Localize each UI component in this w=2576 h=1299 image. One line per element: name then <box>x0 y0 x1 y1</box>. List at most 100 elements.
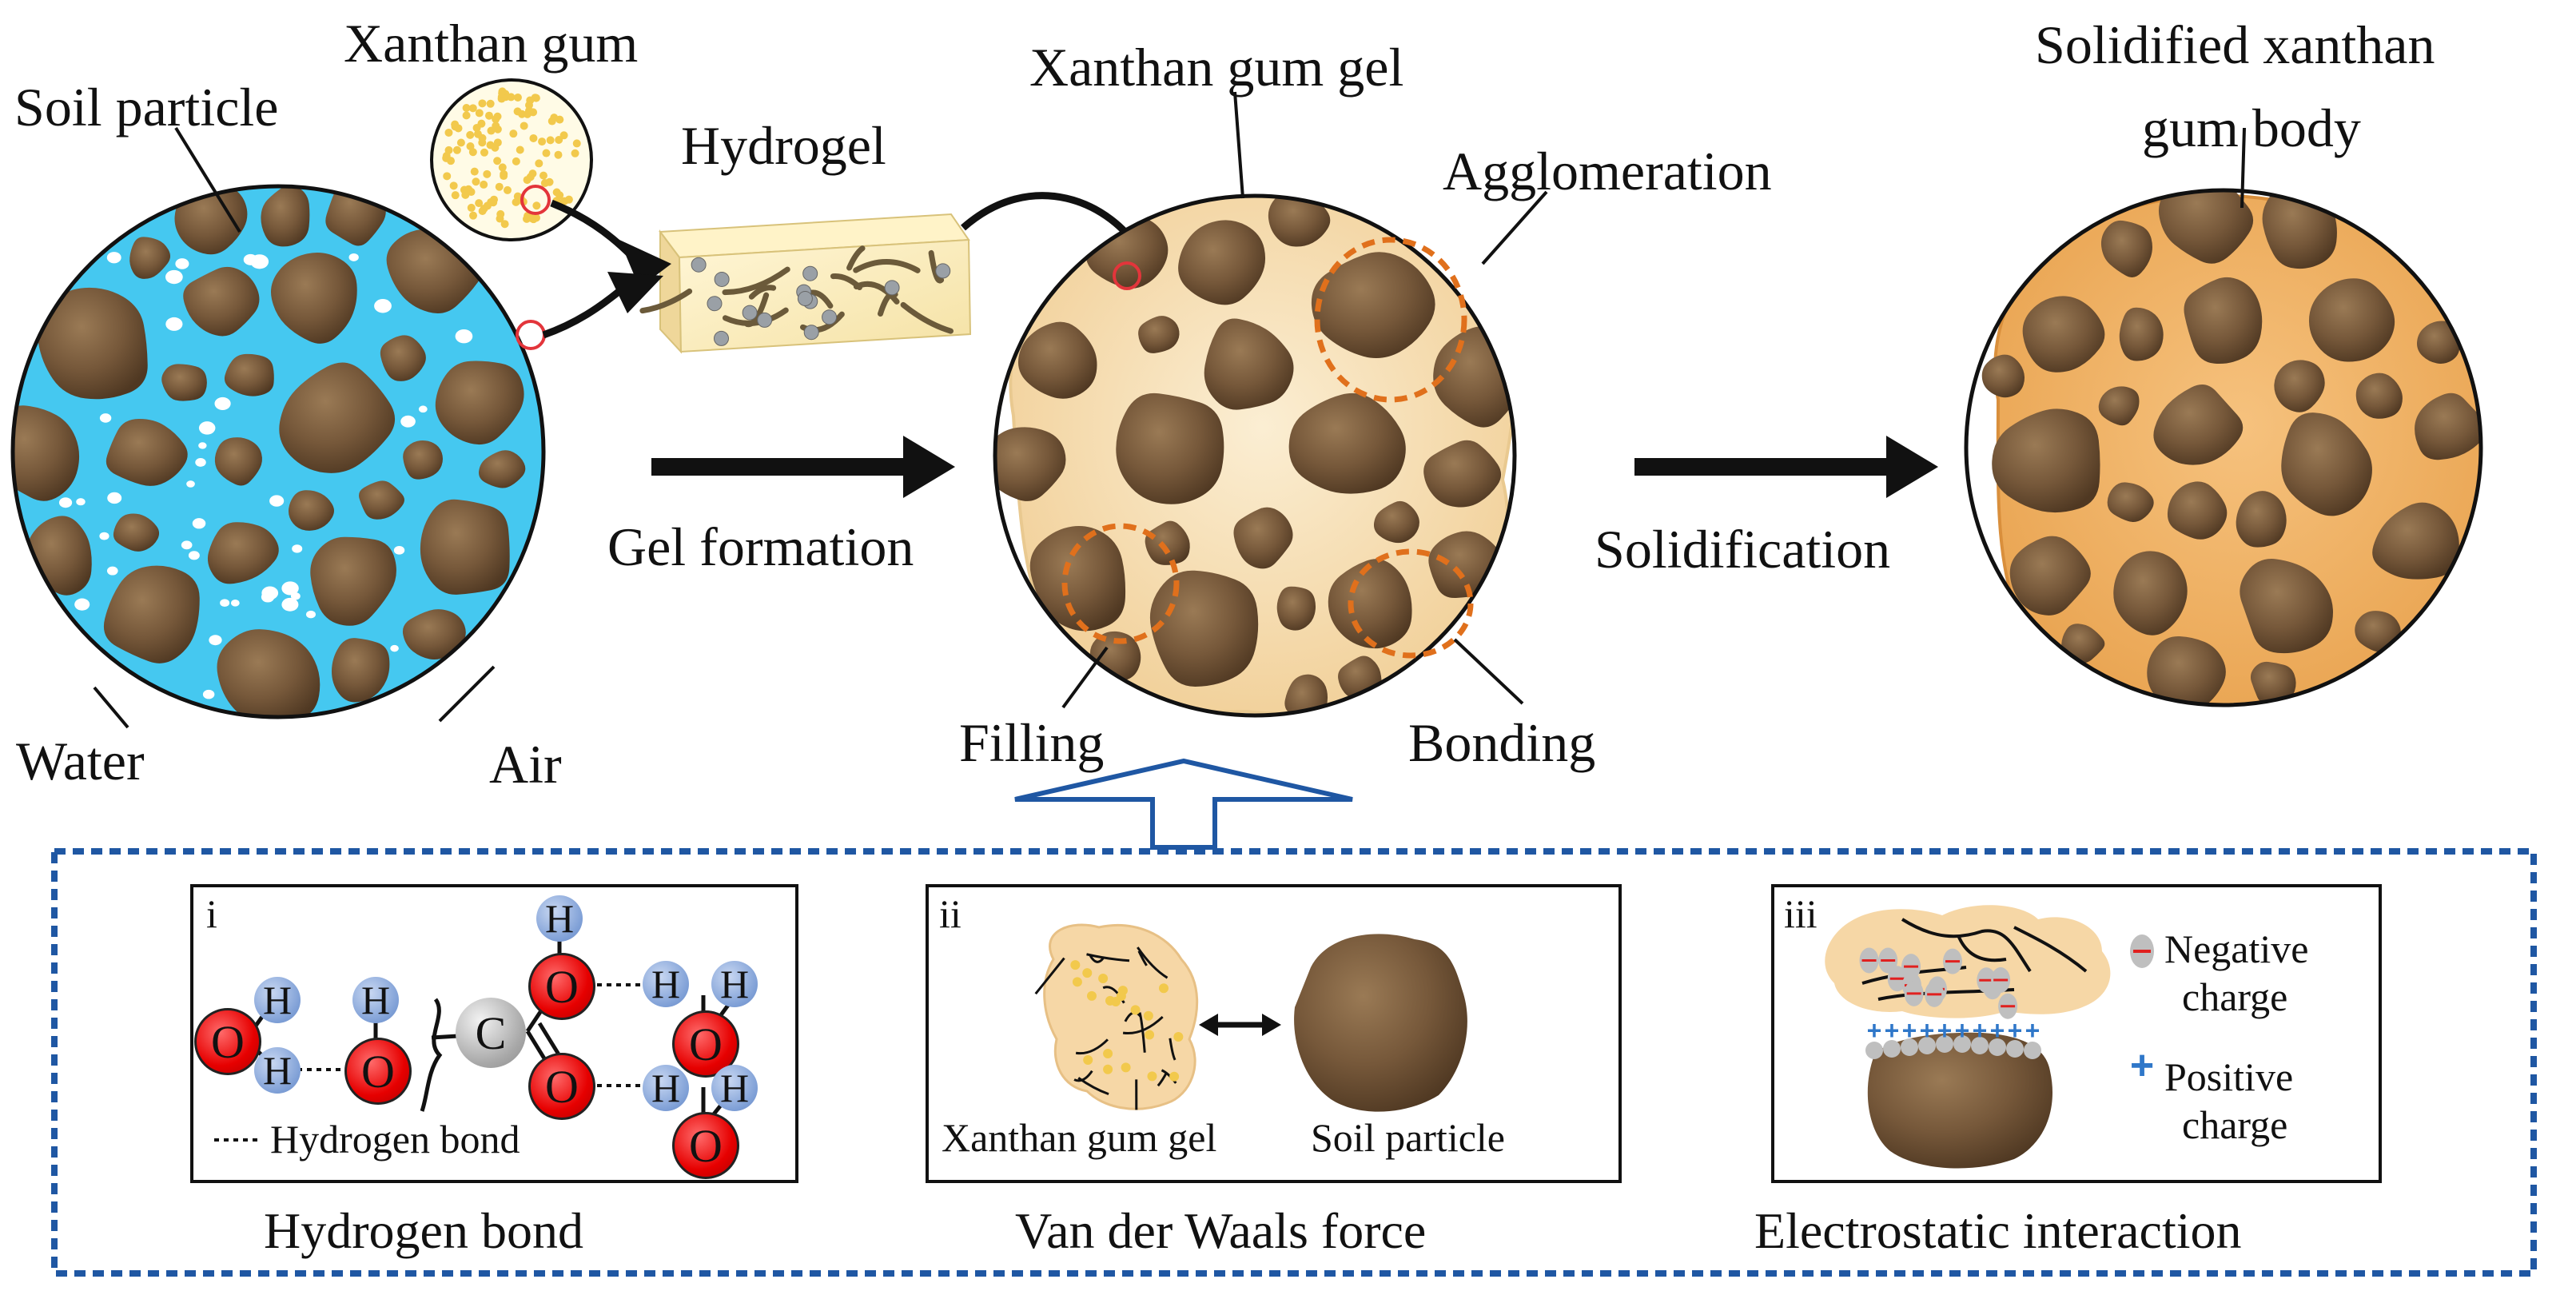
air-void <box>165 269 183 285</box>
water-molecule <box>884 280 900 296</box>
air-void <box>99 532 109 540</box>
gum-particle <box>492 122 500 130</box>
soil-grain <box>1017 321 1097 399</box>
oxygen-atom: O <box>672 1112 739 1179</box>
gum-particle <box>526 96 535 105</box>
oxygen-atom: O <box>344 1038 412 1105</box>
gum-particle <box>480 180 488 189</box>
oxygen-atom: O <box>528 1053 595 1120</box>
gum-particle <box>484 111 493 120</box>
gum-particle <box>469 211 478 220</box>
soil-grain <box>261 186 310 247</box>
gum-particle <box>473 130 482 138</box>
gum-particle <box>513 192 522 201</box>
air-void <box>393 545 405 555</box>
positive-site <box>1918 1037 1936 1054</box>
gum-particle <box>512 157 520 165</box>
filling-label: Filling <box>959 712 1105 773</box>
soil-grain <box>1992 408 2100 513</box>
air-void <box>106 566 118 576</box>
gum-particle <box>467 203 476 212</box>
soil-grain <box>2355 373 2403 419</box>
gum-particle <box>454 124 463 133</box>
soil-grain <box>103 565 200 663</box>
gum-particle <box>500 169 508 178</box>
plus-sign: + <box>1885 1016 1900 1045</box>
gum-particle <box>444 128 453 137</box>
hydrogen-atom: H <box>711 1065 758 1111</box>
soil-grain <box>183 266 260 337</box>
gum-particle <box>496 214 504 223</box>
gum-particle <box>555 136 563 145</box>
gum-particle <box>539 171 547 180</box>
gum-particle <box>1147 1071 1157 1082</box>
soil-grain <box>1029 525 1126 632</box>
positive-site <box>1865 1042 1883 1059</box>
gum-particle <box>493 138 502 147</box>
gum-particle <box>462 111 471 120</box>
soil-grain <box>129 237 171 279</box>
gum-particle <box>449 181 458 190</box>
gum-particle <box>1072 977 1082 987</box>
gum-particle <box>493 157 502 165</box>
air-void <box>188 551 200 560</box>
gum-particle <box>442 153 451 162</box>
gum-particle <box>498 87 507 96</box>
gum-particle <box>1111 997 1121 1007</box>
gum-particle <box>1130 1005 1141 1015</box>
water-molecule <box>802 265 818 281</box>
panel-ii-gel-label: Xanthan gum gel <box>942 1115 1217 1160</box>
solidified-label-line1: Solidified xanthan <box>2035 14 2435 75</box>
gel-formation-circle <box>993 193 1517 718</box>
gum-particle <box>475 109 484 118</box>
oxygen-atom: O <box>528 953 595 1020</box>
gum-particle <box>529 133 538 142</box>
svg-text:+: + <box>2130 1042 2154 1089</box>
gum-particle <box>495 182 504 191</box>
polymer-fiber <box>744 292 770 328</box>
hydrogel-block <box>639 213 972 354</box>
soil-grain <box>1276 586 1316 631</box>
gum-particle <box>513 107 522 116</box>
soil-grain <box>38 287 148 400</box>
polymer-fiber <box>1086 953 1130 962</box>
polymer-fiber <box>1137 946 1169 979</box>
panel-i-numeral: i <box>206 891 217 936</box>
gum-particle <box>486 99 495 108</box>
positive-site <box>1989 1038 2006 1056</box>
gum-particle <box>1098 974 1109 984</box>
air-void <box>202 689 215 699</box>
solidification-label: Solidification <box>1595 519 1891 580</box>
hydrogen-atom: H <box>643 961 689 1007</box>
gum-particle <box>462 103 471 112</box>
gum-particle <box>461 190 470 199</box>
polymer-fiber <box>1157 1071 1169 1087</box>
air-void <box>455 329 473 344</box>
gum-particle <box>498 163 507 172</box>
polymer-fiber <box>807 289 834 309</box>
positive-charge-label-line1: Positive <box>2164 1054 2294 1099</box>
gum-particle <box>560 197 569 205</box>
soil-grain <box>113 513 160 552</box>
water-molecule <box>707 296 723 312</box>
soil-grain <box>2240 559 2333 654</box>
air-void <box>400 415 416 428</box>
negative-charge-label-line2: charge <box>2182 974 2288 1019</box>
gum-particle <box>492 115 500 124</box>
soil-grain <box>402 609 466 660</box>
gum-particle <box>559 131 568 140</box>
plus-sign: + <box>2025 1016 2040 1045</box>
plus-sign: + <box>1990 1016 2005 1045</box>
gum-particle <box>555 191 564 200</box>
soil-grain <box>310 536 396 626</box>
air-void <box>195 458 206 467</box>
up-arrow <box>1014 758 1353 850</box>
soil-grain <box>279 362 396 473</box>
air-void <box>186 480 195 488</box>
hydrogen-atom: H <box>643 1065 689 1111</box>
plus-sign: + <box>2008 1016 2023 1045</box>
polymer-fiber <box>748 285 777 300</box>
soil-grain <box>1145 520 1190 565</box>
gum-particle <box>500 220 509 229</box>
